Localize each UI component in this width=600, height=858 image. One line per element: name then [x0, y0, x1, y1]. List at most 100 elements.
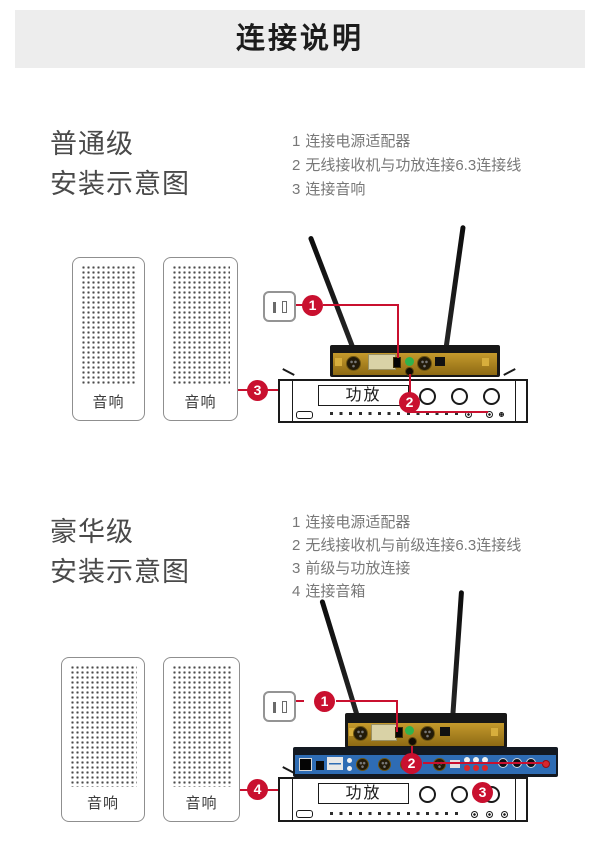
speaker-label: 音响 [92, 394, 125, 411]
step-marker-4: 4 [247, 779, 268, 800]
rca-jack-icon [473, 765, 479, 771]
speaker-grille [171, 264, 230, 386]
amp-knob-icon [483, 388, 500, 405]
xlr-connector-icon [420, 726, 435, 741]
rca-jack-icon [473, 757, 479, 763]
rca-jack-icon [347, 758, 352, 763]
speaker-grille [80, 264, 137, 386]
step-marker-1: 1 [302, 295, 323, 316]
section-deluxe-heading: 豪华级 安装示意图 [50, 512, 190, 592]
section-deluxe-heading-line2: 安装示意图 [50, 557, 190, 587]
step-number: 3 [292, 181, 301, 198]
usb-port-icon [327, 757, 343, 770]
step-text: 前级与功放连接 [305, 560, 411, 577]
connector-icon [542, 760, 550, 768]
speaker-label: 音响 [185, 795, 218, 812]
amp-knob-icon [419, 786, 436, 803]
xlr-connector-icon [353, 726, 368, 741]
connection-line [396, 702, 398, 732]
power-plug-icon [263, 691, 296, 722]
step-marker-3: 3 [247, 380, 268, 401]
antenna-mount-icon [349, 728, 356, 736]
section-standard-heading-line1: 普通级 [50, 129, 134, 159]
amp-vent-dots [330, 812, 458, 815]
amp-panel-divider [292, 381, 293, 421]
connector-icon [440, 727, 450, 736]
step-number: 1 [292, 514, 301, 531]
step-number: 4 [292, 583, 301, 600]
speaker-grille [171, 664, 232, 787]
amplifier: 功放 [278, 777, 528, 822]
xlr-connector-icon [417, 356, 432, 371]
amp-power-button-icon [296, 810, 313, 818]
step-text: 连接电源适配器 [305, 514, 411, 531]
section-standard-heading: 普通级 安装示意图 [50, 124, 190, 204]
amp-display: 功放 [318, 783, 409, 804]
plug-prong-icon [273, 702, 276, 713]
speaker-right: 音响 [163, 657, 240, 822]
dc-power-jack-icon [393, 357, 401, 368]
step-text: 连接音箱 [305, 583, 366, 600]
connection-line [296, 304, 303, 306]
connector-icon [316, 761, 324, 770]
antenna-icon [443, 224, 466, 353]
connection-line [323, 304, 399, 306]
plug-prong-icon [273, 302, 276, 313]
xlr-connector-icon [433, 758, 446, 771]
speaker-left: 音响 [61, 657, 145, 822]
page-header: 连接说明 [15, 10, 585, 68]
plug-prong-icon [282, 701, 287, 713]
step-number: 2 [292, 537, 301, 554]
amp-input-jack-icon [471, 811, 478, 818]
xlr-connector-icon [346, 356, 361, 371]
connection-line [397, 306, 399, 358]
speaker-grille [69, 664, 137, 787]
amp-input-jack-icon [499, 412, 504, 417]
power-plug-icon [263, 291, 296, 322]
amp-input-jack-icon [486, 811, 493, 818]
antenna-mount-icon [335, 358, 342, 366]
iec-power-inlet-icon [299, 758, 312, 771]
rca-jack-icon [347, 766, 352, 771]
step-number: 3 [292, 560, 301, 577]
amp-power-button-icon [296, 411, 313, 419]
xlr-connector-icon [356, 758, 369, 771]
amp-knob-icon [451, 786, 468, 803]
step-marker-1: 1 [314, 691, 335, 712]
plug-prong-icon [282, 301, 287, 313]
receiver-label-sticker [371, 724, 397, 741]
wireless-receiver [330, 345, 500, 377]
step-marker-3: 3 [472, 782, 493, 803]
rca-jack-icon [464, 765, 470, 771]
step-text: 连接电源适配器 [305, 133, 411, 150]
section-standard-heading-line2: 安装示意图 [50, 169, 190, 199]
step-marker-2: 2 [399, 392, 420, 413]
connector-icon [435, 357, 445, 366]
amp-panel-divider [292, 779, 293, 820]
amp-knob-icon [451, 388, 468, 405]
amp-input-jack-icon [501, 811, 508, 818]
step-text: 无线接收机与功放连接6.3连接线 [305, 157, 522, 174]
receiver-label-sticker [368, 354, 396, 370]
amp-edge-tick [503, 368, 516, 376]
amp-panel-divider [515, 779, 516, 820]
rca-jack-icon [482, 757, 488, 763]
antenna-icon [450, 590, 465, 721]
connection-line [296, 700, 304, 702]
amp-edge-tick [282, 368, 295, 376]
amp-knob-icon [419, 388, 436, 405]
wireless-receiver [345, 713, 507, 748]
amp-vent-dots [330, 412, 458, 415]
step-number: 1 [292, 133, 301, 150]
power-button-icon [405, 726, 414, 735]
connector-icon [450, 760, 460, 768]
speaker-label: 音响 [184, 394, 217, 411]
antenna-mount-icon [491, 728, 498, 736]
